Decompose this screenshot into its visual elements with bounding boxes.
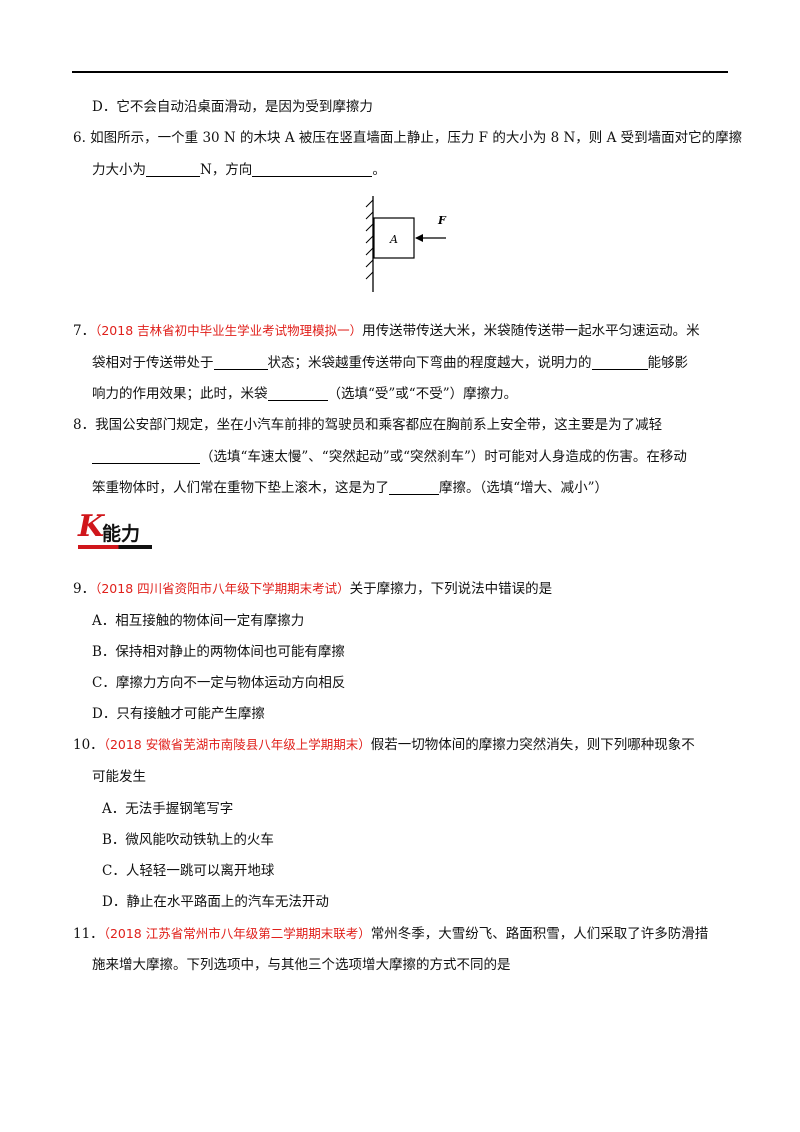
q7-line3: 响力的作用效果；此时，米袋 （选填“受”或“不受”）摩擦力。 bbox=[92, 385, 517, 403]
q8-line3: 笨重物体时，人们常在重物下垫上滚木，这是为了 摩擦。（选填“增大、减小”） bbox=[92, 479, 608, 497]
q8-line2: （选填“车速太慢”、“突然起动”或“突然刹车”）时可能对人身造成的伤害。在移动 bbox=[92, 448, 687, 466]
q11-stem-1: 11．（2018 江苏省常州市八年级第二学期期末联考）常州冬季，大雪纷飞、路面积… bbox=[73, 925, 708, 943]
q10-option-b: B．微风能吹动铁轨上的火车 bbox=[102, 832, 274, 848]
q6-line1: 6. 如图所示，一个重 30 N 的木块 A 被压在竖直墙面上静止，压力 F 的… bbox=[73, 130, 743, 146]
section-underline bbox=[78, 545, 152, 549]
q11-stem-text: 常州冬季，大雪纷飞、路面积雪，人们采取了许多防滑措 bbox=[370, 926, 709, 942]
wall-hatching bbox=[365, 199, 374, 280]
q10-option-c: C．人轻轻一跳可以离开地球 bbox=[102, 863, 275, 879]
q6-blank-1[interactable] bbox=[146, 162, 200, 177]
q7-blank-2[interactable] bbox=[591, 355, 648, 370]
q10-option-a: A．无法手握钢笔写字 bbox=[102, 801, 234, 817]
q9-option-d: D．只有接触才可能产生摩擦 bbox=[92, 706, 265, 722]
q8-blank-2[interactable] bbox=[389, 480, 439, 495]
q7-line2: 袋相对于传送带处于 状态；米袋越重传送带向下弯曲的程度越大，说明力的 能够影 bbox=[92, 354, 688, 372]
q10-stem-2: 可能发生 bbox=[92, 769, 146, 785]
section-title: 能力 bbox=[102, 523, 141, 545]
q6-text-c: 。 bbox=[372, 162, 386, 178]
wall-block-diagram: A F bbox=[365, 196, 447, 292]
q8-text-3a: 笨重物体时，人们常在重物下垫上滚木，这是为了 bbox=[92, 480, 389, 496]
q7-blank-3[interactable] bbox=[267, 386, 328, 401]
q7-blank-1[interactable] bbox=[213, 355, 268, 370]
q7-text-2a: 袋相对于传送带处于 bbox=[92, 355, 214, 371]
header-rule bbox=[72, 71, 728, 73]
q7-line1: 7．（2018 吉林省初中毕业生学业考试物理模拟一）用传送带传送大米，米袋随传送… bbox=[73, 322, 700, 340]
q9-option-b: B．保持相对静止的两物体间也可能有摩擦 bbox=[92, 644, 345, 660]
q7-source: （2018 吉林省初中毕业生学业考试物理模拟一） bbox=[95, 323, 363, 338]
q11-source: （2018 江苏省常州市八年级第二学期期末联考） bbox=[103, 926, 371, 941]
q6-line2: 力大小为 N，方向 。 bbox=[92, 161, 386, 179]
block-a bbox=[373, 217, 415, 259]
q9-number: 9． bbox=[73, 581, 96, 597]
q10-option-d: D．静止在水平路面上的汽车无法开动 bbox=[102, 894, 329, 910]
section-header-ability: K 能力 bbox=[78, 509, 152, 549]
q7-text-2c: 能够影 bbox=[647, 355, 689, 371]
q5-option-d: D．它不会自动沿桌面滑动，是因为受到摩擦力 bbox=[92, 99, 373, 115]
q6-blank-2[interactable] bbox=[252, 162, 373, 177]
block-label: A bbox=[389, 233, 398, 246]
q11-stem-2: 施来增大摩擦。下列选项中，与其他三个选项增大摩擦的方式不同的是 bbox=[92, 957, 511, 973]
q10-number: 10． bbox=[73, 737, 104, 753]
q7-text-2b: 状态；米袋越重传送带向下弯曲的程度越大，说明力的 bbox=[267, 355, 592, 371]
q9-option-a: A．相互接触的物体间一定有摩擦力 bbox=[92, 613, 305, 629]
q10-stem-1: 10．（2018 安徽省芜湖市南陵县八年级上学期期末）假若一切物体间的摩擦力突然… bbox=[73, 736, 695, 754]
q7-number: 7． bbox=[73, 323, 96, 339]
q6-text-b: N，方向 bbox=[200, 162, 253, 178]
force-arrow-head bbox=[415, 234, 423, 242]
q7-text-3a: 响力的作用效果；此时，米袋 bbox=[92, 386, 268, 402]
section-letter: K bbox=[78, 509, 105, 544]
q6-text-a: 力大小为 bbox=[92, 162, 146, 178]
q6-figure: A F bbox=[360, 196, 460, 296]
q8-blank-1[interactable] bbox=[92, 449, 200, 464]
q10-stem-text: 假若一切物体间的摩擦力突然消失，则下列哪种现象不 bbox=[370, 737, 695, 753]
q7-text-1: 用传送带传送大米，米袋随传送带一起水平匀速运动。米 bbox=[362, 323, 700, 339]
q7-text-3b: （选填“受”或“不受”）摩擦力。 bbox=[327, 386, 518, 402]
q9-source: （2018 四川省资阳市八年级下学期期末考试） bbox=[95, 581, 350, 596]
q9-option-c: C．摩擦力方向不一定与物体运动方向相反 bbox=[92, 675, 346, 691]
q9-stem: 9．（2018 四川省资阳市八年级下学期期末考试）关于摩擦力，下列说法中错误的是 bbox=[73, 580, 552, 598]
q8-text-3b: 摩擦。（选填“增大、减小”） bbox=[439, 480, 609, 496]
q8-text-2b: （选填“车速太慢”、“突然起动”或“突然刹车”）时可能对人身造成的伤害。在移动 bbox=[200, 449, 687, 465]
q8-line1: 8．我国公安部门规定，坐在小汽车前排的驾驶员和乘客都应在胸前系上安全带，这主要是… bbox=[73, 417, 663, 433]
q10-source: （2018 安徽省芜湖市南陵县八年级上学期期末） bbox=[103, 737, 371, 752]
q11-number: 11． bbox=[73, 926, 104, 942]
q9-stem-text: 关于摩擦力，下列说法中错误的是 bbox=[349, 581, 553, 597]
force-label: F bbox=[437, 214, 447, 227]
